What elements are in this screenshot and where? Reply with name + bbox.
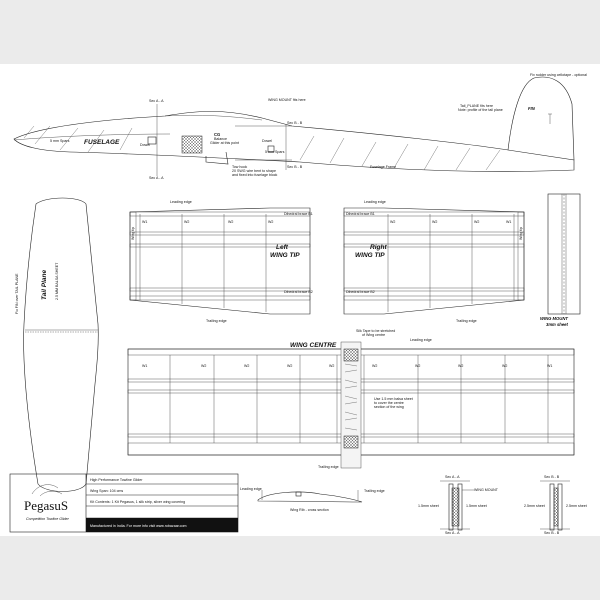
title-line-1: High Performance Towline Glider [90,478,143,482]
tow-hook-note-3: and fixed into fuselage block [232,173,278,177]
section-aa-bottom-label: Sec A - A [445,531,460,535]
sec-aa-top-label: Sec A - A [149,99,164,103]
left-tip-title-2: WING TIP [270,252,300,259]
sec-bb-bottom-label: Sec B - B [287,165,303,169]
glider-plan-drawing: FUSELAGE Sec A - A Sec A - A Sec B - B S… [9,73,587,535]
right-tip-title-2: WING TIP [355,252,385,259]
centre-trailing-edge-label: Trailing edge [318,465,339,469]
right-brace-b2-label: Dihedral brace B2 [346,290,375,294]
centre-rib-9: W2 [502,364,507,368]
dowel-label-front: Dowel [140,143,150,147]
tow-hook-note-2: 20 SWG wire bent to shape [232,169,276,173]
tail-plane-title: Tail Plane [41,270,48,300]
centre-rib-8: W2 [458,364,463,368]
dowel-label-rear: Dowel [262,139,272,143]
brand-tagline: Competition Towline Glider [26,517,70,521]
left-brace-b2-label: Dihedral brace B2 [284,290,313,294]
wing-rib-section-drawing [257,490,363,503]
left-leading-edge-label: Leading edge [170,200,192,204]
right-rib-1: W2 [390,220,395,224]
centre-rib-2: W2 [201,364,206,368]
plan-sheet: FUSELAGE Sec A - A Sec A - A Sec B - B S… [0,64,600,536]
rib-section-caption: Wing Rib - cross section [290,508,329,512]
section-aa-top-label: Sec A - A [445,475,460,479]
rib-trailing-edge-label: Trailing edge [364,489,385,493]
left-trailing-edge-label: Trailing edge [206,319,227,323]
fuselage-label: FUSELAGE [84,139,120,146]
balsa-note-3: section of the wing [374,405,404,409]
left-wing-tip-drawing [129,207,311,315]
rib-leading-edge-label: Leading edge [240,487,262,491]
right-rib-4: W1 [506,220,511,224]
right-wing-tip-drawing [343,207,525,315]
section-bb-top-label: Sec B - B [544,475,560,479]
section-aa-mount-label: WING MOUNT [474,488,499,492]
tail-plane-side-note: Fix FIN over TAIL PLANE [15,273,19,314]
sec-aa-bottom-label: Sec A - A [149,176,164,180]
centre-rib-10: W1 [547,364,552,368]
title-line-4: Manufactured in India. For more info vis… [90,524,186,528]
centre-rib-6: W2 [372,364,377,368]
silk-note-2: of Wing centre [362,333,385,337]
centre-rib-1: W1 [142,364,147,368]
cg-note-1: Balance [214,137,227,141]
fuselage-frame-label: Fuselage Frame [370,165,396,169]
wing-mount-note: WING MOUNT fits here [268,98,306,102]
left-rib-1: W1 [142,220,147,224]
tail-plane-note-2: Note: profile of the tail plane [458,108,503,112]
right-leading-edge-label: Leading edge [364,200,386,204]
left-rib-4: W2 [268,220,273,224]
brand-name: PegasuS [24,498,68,513]
spars-front-label: 5 mm Spars [50,139,70,143]
balsa-note-2: to cover the centre [374,401,404,405]
tail-plane-drawing [23,197,99,492]
silk-note-1: Silk Tape to be stretched [356,329,395,333]
left-tip-title-1: Left [276,244,289,251]
right-rib-3: W2 [474,220,479,224]
title-line-2: Wing Span: 104 cms [90,489,123,493]
centre-rib-3: W2 [244,364,249,368]
section-bb-sheet-left: 2.5mm sheet [524,504,545,508]
spars-rear-label: 5 mm Spars [265,150,285,154]
tail-plane-note-1: Tail_PLANE fits here [460,104,493,108]
section-bb-bottom-label: Sec B - B [544,531,560,535]
tail-plane-sub: 2.5 MM BALSA SHEET [55,262,59,300]
section-bb-sheet-right: 2.5mm sheet [566,504,587,508]
fin-rudder-note: Fix rudder using cellotape - optional [530,73,587,77]
wing-centre-drawing [127,341,575,469]
section-bb-drawing [540,480,570,531]
balsa-note-1: Use 1.5 mm balsa sheet [374,397,413,401]
left-rib-2: W2 [184,220,189,224]
centre-rib-5: W2 [329,364,334,368]
right-rib-2: W2 [432,220,437,224]
right-tip-title-1: Right [370,244,387,251]
title-block [9,473,239,533]
wing-mount-title-2: 3mm sheet [546,322,568,327]
centre-rib-7: W2 [415,364,420,368]
centre-rib-4: W2 [287,364,292,368]
section-aa-sheet-left: 1.5mm sheet [418,504,439,508]
sec-bb-top-label: Sec B - B [287,121,303,125]
right-wing-tip-label: Wing tip [519,227,523,240]
fin-label: FIN [528,106,536,111]
title-line-3: Kit Contents: 1 Kit Pegasus, 1 silk stri… [90,500,185,504]
right-brace-b1-label: Dihedral brace B1 [346,212,375,216]
left-brace-b1-label: Dihedral brace B1 [284,212,313,216]
tow-hook [205,151,229,165]
wing-mount-drawing [547,193,581,315]
cg-note-2: Glider at this point [210,141,239,145]
left-wing-tip-label: Wing tip [131,227,135,240]
section-aa-sheet-right: 1.5mm sheet [466,504,487,508]
wing-mount-title-1: WING MOUNT [540,316,568,321]
left-rib-3: W2 [228,220,233,224]
fuselage-drawing [13,76,575,176]
cg-label: CG [214,132,220,137]
tow-hook-note-1: Tow hook [232,165,247,169]
wing-centre-title: WING CENTRE [290,342,337,349]
right-trailing-edge-label: Trailing edge [456,319,477,323]
centre-leading-edge-label: Leading edge [410,338,432,342]
section-aa-drawing [440,480,474,531]
